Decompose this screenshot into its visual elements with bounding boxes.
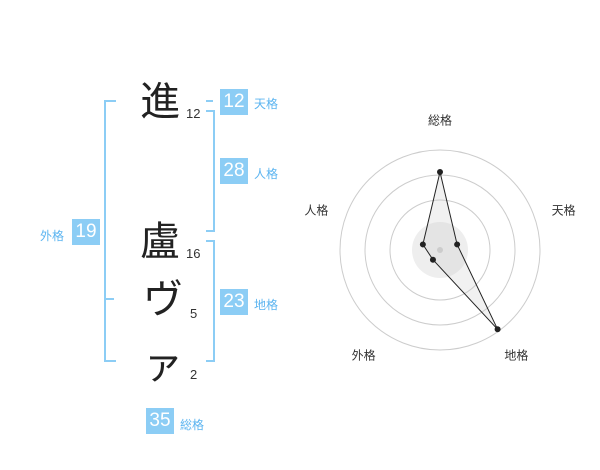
gaikaku-badge: 19 <box>72 219 100 245</box>
chikaku-badge: 23 <box>220 289 248 315</box>
radar-axis-label-2: 天格 <box>551 203 576 218</box>
radar-axis-label-3: 地格 <box>504 348 529 363</box>
radar-axis-label-1: 総格 <box>427 113 453 128</box>
jinkaku-label: 人格 <box>254 167 279 181</box>
soukaku-badge: 35 <box>146 408 174 434</box>
jinkaku-bracket <box>206 110 215 232</box>
chikaku-bracket <box>206 240 215 362</box>
radar-center-dot <box>437 247 443 253</box>
tenkaku-bracket <box>206 100 213 102</box>
radar-series-polygon <box>422 171 499 330</box>
radar-point-4 <box>429 256 436 263</box>
gaikaku-bracket-tick <box>104 298 114 300</box>
soukaku-label: 総格 <box>180 418 205 432</box>
radar-point-3 <box>494 326 501 333</box>
name-char-4: ァ <box>143 342 183 388</box>
name-char-3: ヴ <box>143 277 183 323</box>
chikaku-label: 地格 <box>254 298 279 312</box>
radar-axis-label-4: 外格 <box>351 348 376 363</box>
gaikaku-label: 外格 <box>40 229 65 243</box>
radar-axis-label-5: 人格 <box>304 203 329 218</box>
stroke-count-3: 5 <box>190 306 198 321</box>
tenkaku-badge: 12 <box>220 89 248 115</box>
stroke-count-1: 12 <box>186 106 201 121</box>
radar-point-2 <box>454 241 461 248</box>
name-char-1: 進 <box>140 79 180 125</box>
gaikaku-bracket <box>104 100 116 362</box>
radar-ring <box>389 199 491 301</box>
stroke-count-4: 2 <box>190 367 198 382</box>
tenkaku-label: 天格 <box>254 97 279 111</box>
radar-ring <box>339 149 541 351</box>
jinkaku-badge: 28 <box>220 158 248 184</box>
radar-point-5 <box>419 241 426 248</box>
radar-point-1 <box>437 169 443 175</box>
stroke-count-2: 16 <box>186 246 201 261</box>
name-char-2: 盧 <box>140 219 180 265</box>
